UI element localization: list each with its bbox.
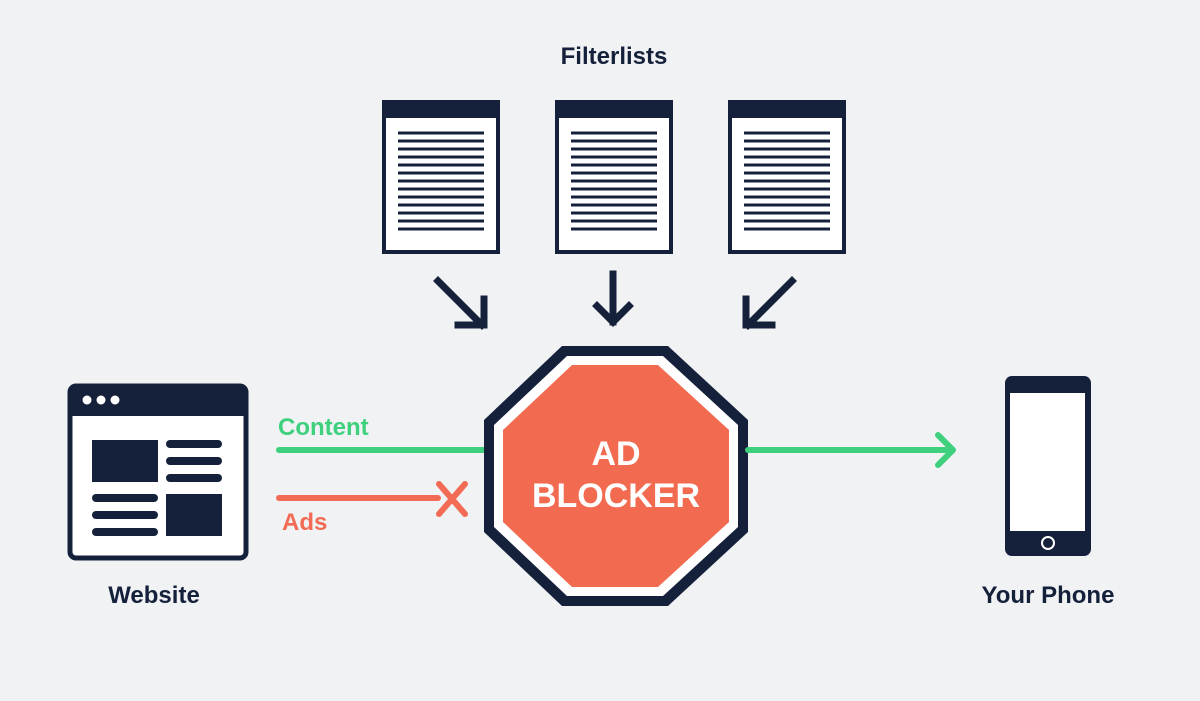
smartphone-icon (1005, 376, 1091, 556)
filterlist-doc-1 (382, 100, 500, 254)
filterlist-doc-3 (728, 100, 846, 254)
blocker-label-line2: BLOCKER (532, 477, 700, 515)
arrow-icon (433, 276, 488, 330)
phone-label: Your Phone (982, 582, 1115, 609)
document-list-icon (382, 100, 500, 254)
arrow-icon (592, 270, 634, 327)
arrow-icon (742, 276, 797, 330)
output-arrow-icon (745, 432, 956, 468)
filterlist-doc-2 (555, 100, 673, 254)
website-label: Website (108, 582, 200, 609)
x-cross-icon (436, 481, 468, 517)
content-label: Content (278, 414, 369, 441)
document-list-icon (728, 100, 846, 254)
document-list-icon (555, 100, 673, 254)
browser-window-icon (67, 383, 249, 561)
blocker-label-line1: AD (591, 435, 640, 473)
stop-sign-octagon-icon (484, 346, 748, 606)
filterlists-title: Filterlists (561, 43, 668, 70)
ads-label: Ads (282, 509, 327, 536)
